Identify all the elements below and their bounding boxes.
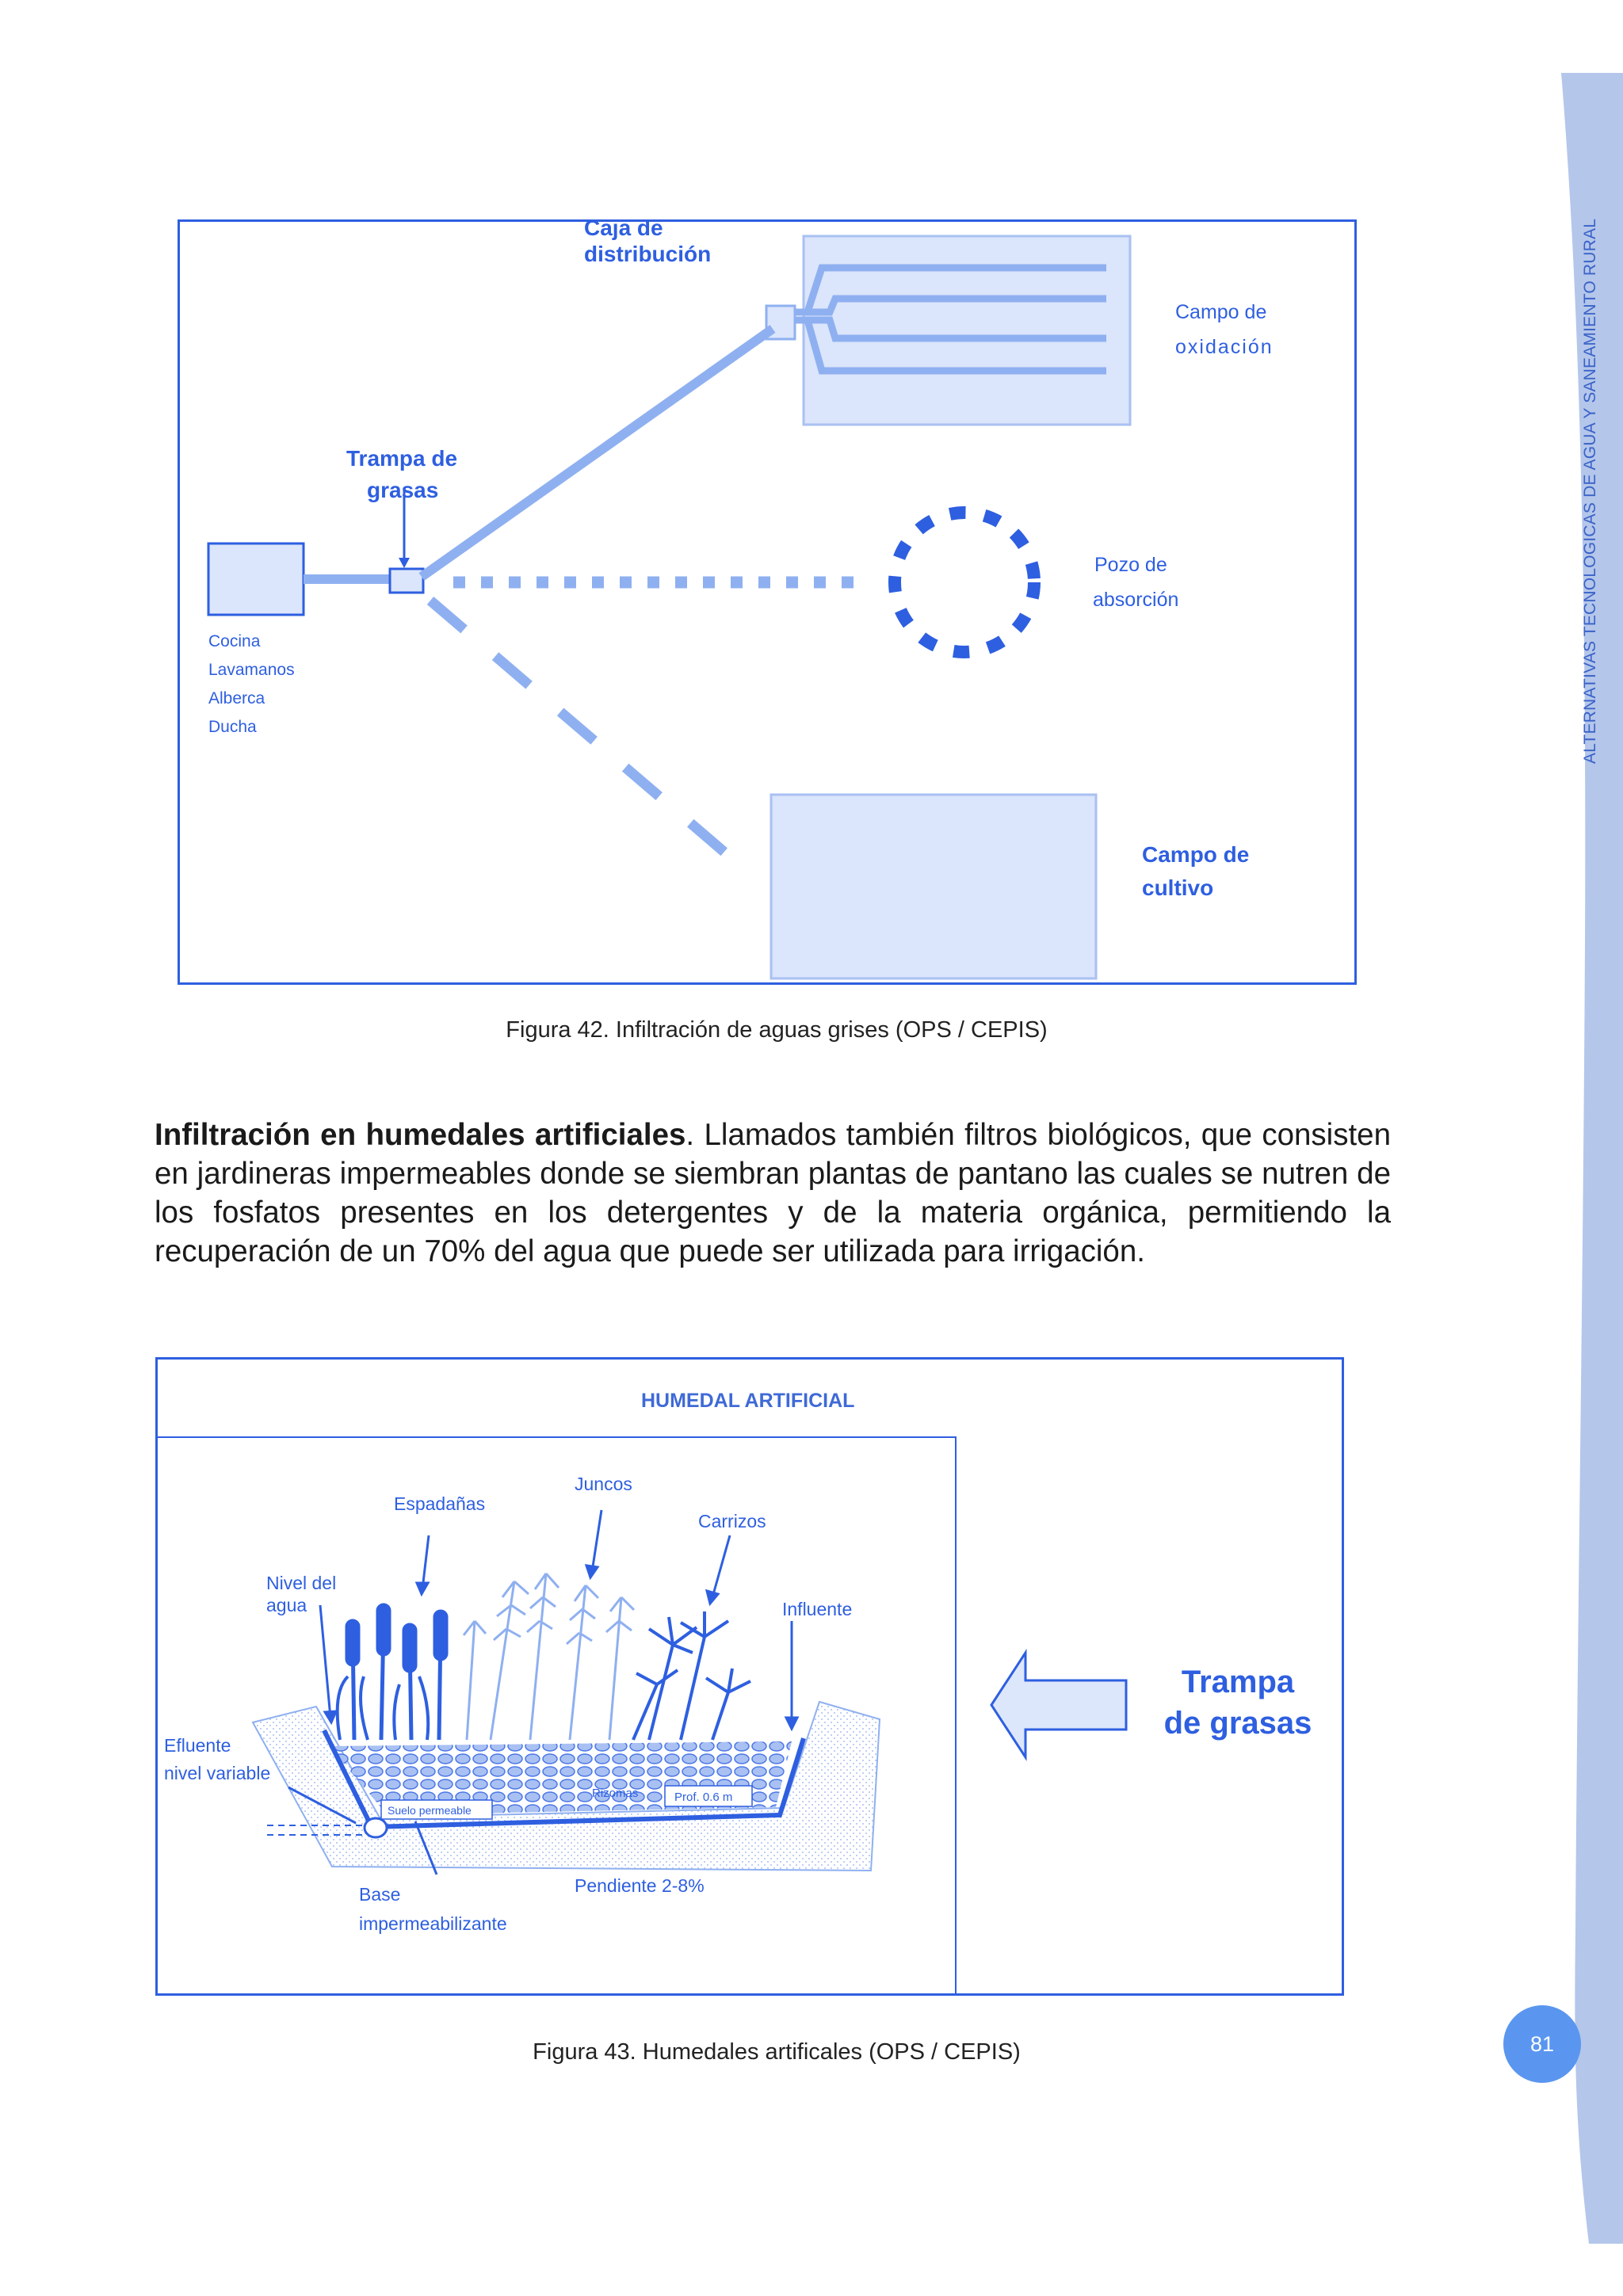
water-level-label-2: agua <box>266 1595 307 1615</box>
sidebar-title: ALTERNATIVAS TECNOLOGICAS DE AGUA Y SANE… <box>1581 218 1599 765</box>
figure-43-drawing: HUMEDAL ARTIFICIAL <box>158 1390 1312 1993</box>
base-label-1: Base <box>359 1884 400 1905</box>
page-number: 81 <box>1529 2031 1555 2056</box>
reed-plants <box>632 1611 751 1741</box>
reeds-label: Carrizos <box>698 1511 766 1531</box>
oxidation-field-pipes <box>792 264 1106 375</box>
body-paragraph: Infiltración en humedales artificiales. … <box>155 1116 1391 1271</box>
oxidation-field-label-1: Campo de <box>1175 301 1266 323</box>
figure-42-diagram: Caja de distribución Trampa de grasas Ca… <box>178 219 1357 985</box>
figure-43-diagram: HUMEDAL ARTIFICIAL <box>155 1357 1344 1996</box>
impermeable-liner <box>322 1729 806 1830</box>
figure-42-caption: Figura 42. Infiltración de aguas grises … <box>506 1017 1048 1043</box>
cattail-plants <box>335 1603 449 1741</box>
distribution-box-label-1: Caja de <box>584 222 663 240</box>
source-label-3: Alberca <box>208 689 265 707</box>
effluent-label-1: Efluente <box>164 1735 231 1756</box>
influent-label: Influente <box>782 1599 852 1619</box>
soil-label: Suelo permeable <box>388 1804 472 1817</box>
crop-field-label-2: cultivo <box>1142 875 1213 900</box>
grease-trap-label-1: Trampa de <box>346 446 457 471</box>
figure-43-caption: Figura 43. Humedales artificales (OPS / … <box>533 2039 1021 2065</box>
rhizome-label: Rizomas <box>592 1787 638 1800</box>
base-label-2: impermeabilizante <box>359 1913 507 1934</box>
oxidation-field-label-2: oxidación <box>1175 336 1274 358</box>
crop-field-box <box>769 793 1098 980</box>
water-level-label-1: Nivel del <box>266 1573 336 1593</box>
cattails-label: Espadañas <box>394 1493 485 1514</box>
grease-trap-label-2: grasas <box>367 478 438 502</box>
pipe-to-distribution <box>418 325 776 581</box>
distribution-box-label-2: distribución <box>584 242 711 266</box>
effluent-pipe <box>363 1817 388 1839</box>
source-label-2: Lavamanos <box>208 661 295 679</box>
rush-plants <box>462 1573 636 1741</box>
figure-42-drawing: Caja de distribución Trampa de grasas Ca… <box>207 222 1274 980</box>
source-label-4: Ducha <box>208 718 257 736</box>
grease-trap-label-2: de grasas <box>1164 1706 1312 1741</box>
sidebar-band <box>1561 73 1623 2244</box>
absorption-well-ring <box>888 506 1041 658</box>
level-markers <box>267 1825 365 1836</box>
grease-trap-box <box>388 567 425 594</box>
paragraph-heading: Infiltración en humedales artificiales <box>155 1118 686 1152</box>
effluent-label-2: nivel variable <box>164 1763 270 1783</box>
depth-label: Prof. 0.6 m <box>674 1791 732 1804</box>
paragraph-text: . Llamados también filtros biológicos, q… <box>155 1118 1392 1268</box>
crop-field-label-1: Campo de <box>1142 842 1249 867</box>
slope-label: Pendiente 2-8% <box>575 1875 705 1896</box>
absorption-well-label-2: absorción <box>1093 589 1178 611</box>
source-box <box>207 542 305 616</box>
wetland-title: HUMEDAL ARTIFICIAL <box>641 1390 854 1412</box>
rushes-label: Juncos <box>575 1474 632 1494</box>
embankment <box>251 1700 881 1872</box>
source-label-1: Cocina <box>208 632 261 650</box>
grease-trap-arrow-shape <box>990 1648 1128 1762</box>
pipe-to-crop-field <box>426 597 753 877</box>
page-number-badge: 81 <box>1503 2005 1581 2083</box>
inner-frame <box>158 1436 957 1993</box>
plant-pointers <box>288 1509 800 1875</box>
absorption-well-label-1: Pozo de <box>1094 554 1167 576</box>
grease-trap-label-1: Trampa <box>1182 1665 1295 1699</box>
